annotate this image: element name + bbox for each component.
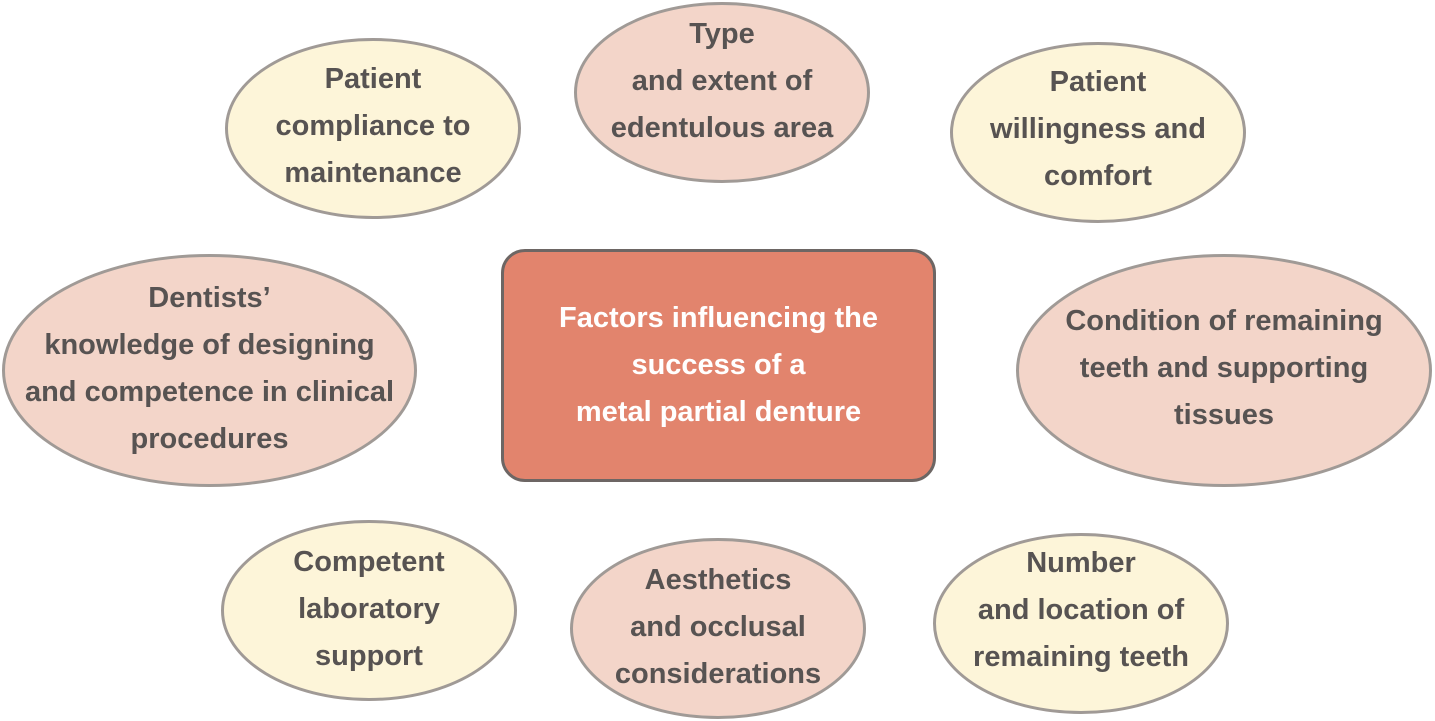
factor-condition-remaining: Condition of remaining teeth and support… bbox=[1016, 254, 1432, 487]
factor-laboratory-support: Competent laboratory support bbox=[221, 520, 517, 701]
factor-patient-compliance: Patient compliance to maintenance bbox=[225, 38, 521, 219]
factor-condition-remaining-label: Condition of remaining teeth and support… bbox=[1065, 305, 1383, 431]
factor-aesthetics-occlusal: Aesthetics and occlusal considerations bbox=[570, 538, 866, 719]
factor-aesthetics-occlusal-label: Aesthetics and occlusal considerations bbox=[614, 564, 822, 690]
factor-patient-willingness-label: Patient willingness and comfort bbox=[990, 66, 1206, 192]
factor-number-location-label: Number and location of remaining teeth bbox=[973, 547, 1189, 673]
factor-type-extent: Type and extent of edentulous area bbox=[574, 2, 870, 183]
center-topic-label: Factors influencing the success of a met… bbox=[558, 302, 879, 428]
factor-laboratory-support-label: Competent laboratory support bbox=[293, 546, 445, 672]
factor-dentists-knowledge-label: Dentists’ knowledge of designing and com… bbox=[24, 281, 395, 455]
center-topic-box: Factors influencing the success of a met… bbox=[501, 249, 936, 482]
factor-number-location: Number and location of remaining teeth bbox=[933, 533, 1229, 714]
factor-type-extent-label: Type and extent of edentulous area bbox=[610, 18, 834, 144]
factor-patient-compliance-label: Patient compliance to maintenance bbox=[275, 63, 471, 189]
factor-patient-willingness: Patient willingness and comfort bbox=[950, 42, 1246, 223]
factor-dentists-knowledge: Dentists’ knowledge of designing and com… bbox=[2, 254, 417, 487]
